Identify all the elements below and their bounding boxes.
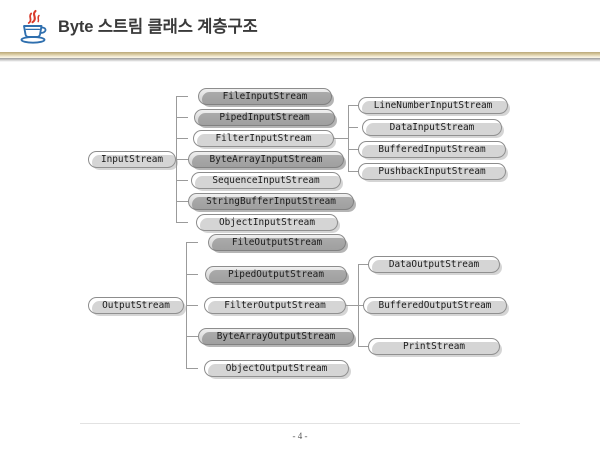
connector bbox=[344, 305, 358, 306]
connector bbox=[186, 274, 198, 275]
node-filter-output-stream[interactable]: FilterOutputStream bbox=[204, 297, 348, 316]
connector bbox=[176, 96, 188, 97]
connector bbox=[348, 105, 358, 106]
node-pushback-input-stream[interactable]: PushbackInputStream bbox=[358, 163, 508, 182]
class-hierarchy-diagram: InputStream FileInputStream PipedInputSt… bbox=[0, 62, 600, 422]
node-buffered-output-stream[interactable]: BufferedOutputStream bbox=[363, 297, 509, 316]
node-sequence-input-stream[interactable]: SequenceInputStream bbox=[191, 172, 343, 191]
connector bbox=[348, 149, 358, 150]
node-filter-input-stream[interactable]: FilterInputStream bbox=[193, 130, 336, 149]
node-data-output-stream[interactable]: DataOutputStream bbox=[368, 256, 502, 275]
connector bbox=[358, 346, 368, 347]
node-buffered-input-stream[interactable]: BufferedInputStream bbox=[358, 141, 508, 160]
connector bbox=[348, 171, 358, 172]
connector bbox=[186, 336, 198, 337]
node-string-buffer-input-stream[interactable]: StringBufferInputStream bbox=[188, 193, 356, 212]
connector bbox=[176, 201, 188, 202]
connector bbox=[186, 368, 198, 369]
connector bbox=[348, 127, 358, 128]
node-file-input-stream[interactable]: FileInputStream bbox=[198, 88, 334, 107]
connector bbox=[334, 138, 348, 139]
slide-header: Byte 스트림 클래스 계층구조 bbox=[0, 0, 600, 52]
header-bar-shadow bbox=[0, 58, 600, 62]
node-object-output-stream[interactable]: ObjectOutputStream bbox=[204, 360, 351, 379]
connector bbox=[176, 222, 188, 223]
node-byte-array-output-stream[interactable]: ByteArrayOutputStream bbox=[198, 328, 356, 347]
connector-trunk bbox=[348, 105, 349, 171]
node-byte-array-input-stream[interactable]: ByteArrayInputStream bbox=[188, 151, 346, 170]
connector bbox=[186, 305, 198, 306]
connector bbox=[176, 159, 188, 160]
connector bbox=[358, 264, 368, 265]
node-object-input-stream[interactable]: ObjectInputStream bbox=[196, 214, 340, 233]
node-data-input-stream[interactable]: DataInputStream bbox=[362, 119, 504, 138]
node-piped-input-stream[interactable]: PipedInputStream bbox=[194, 109, 337, 128]
node-piped-output-stream[interactable]: PipedOutputStream bbox=[205, 266, 349, 285]
node-line-number-input-stream[interactable]: LineNumberInputStream bbox=[358, 97, 510, 116]
connector bbox=[176, 117, 188, 118]
page-number: - 4 - bbox=[292, 431, 308, 441]
header-accent-bar bbox=[0, 52, 600, 58]
node-input-stream[interactable]: InputStream bbox=[88, 151, 178, 170]
java-coffee-cup-icon bbox=[13, 7, 53, 47]
node-print-stream[interactable]: PrintStream bbox=[368, 338, 502, 357]
connector bbox=[176, 180, 188, 181]
node-file-output-stream[interactable]: FileOutputStream bbox=[208, 234, 348, 253]
node-output-stream[interactable]: OutputStream bbox=[88, 297, 186, 316]
connector bbox=[186, 242, 198, 243]
footer-divider bbox=[80, 423, 520, 424]
page-title: Byte 스트림 클래스 계층구조 bbox=[58, 18, 258, 36]
connector bbox=[176, 138, 188, 139]
